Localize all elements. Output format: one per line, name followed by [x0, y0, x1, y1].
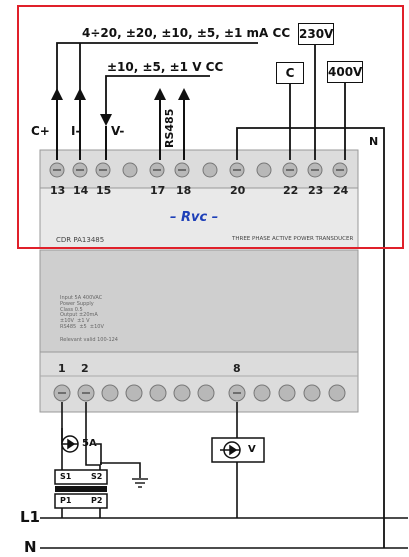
device-top-strip — [39, 149, 359, 189]
terminal-1: 1 — [58, 362, 66, 375]
terminal-20: 20 — [230, 184, 246, 197]
ct-p1-label: P1 — [60, 496, 72, 505]
device-model: CDR PA13485 — [56, 236, 105, 244]
terminal-14: 14 — [73, 184, 89, 197]
terminal-24: 24 — [333, 184, 349, 197]
terminal-22: 22 — [283, 184, 299, 197]
terminal-17: 17 — [150, 184, 166, 197]
i-minus-label: I- — [71, 124, 81, 138]
device-bottom-tag: Relevant valid 100-124 — [60, 337, 118, 343]
c-plus-label: C+ — [31, 124, 50, 138]
current-meter-symbol — [61, 435, 79, 453]
device-upper-panel — [39, 187, 359, 249]
terminal-23: 23 — [308, 184, 324, 197]
voltmeter-label: V — [248, 444, 256, 455]
device-spec-block: Input 5A 400VAC Power Supply Class 0.5 O… — [60, 295, 104, 330]
n-label: N — [24, 538, 37, 556]
ma-output-range-label: 4÷20, ±20, ±10, ±5, ±1 mA CC — [82, 26, 291, 40]
voltmeter-symbol — [220, 441, 241, 459]
ct-p2-label: P2 — [91, 496, 103, 505]
l1-label: L1 — [20, 508, 40, 526]
current-meter-label: 5A — [82, 438, 97, 449]
terminal-15: 15 — [96, 184, 112, 197]
ct-s2-label: S2 — [91, 472, 103, 481]
device-lower-panel — [39, 249, 359, 353]
terminal-8: 8 — [233, 362, 241, 375]
v-output-range-label: ±10, ±5, ±1 V CC — [107, 60, 224, 74]
400v-box: 400V — [327, 61, 363, 83]
c-box: C — [276, 62, 304, 84]
terminal-13: 13 — [50, 184, 66, 197]
neutral-top-label: N — [369, 135, 379, 148]
230v-box: 230V — [298, 23, 334, 45]
brand-logo: – Rvc – — [170, 210, 219, 225]
ct-s1-label: S1 — [60, 472, 72, 481]
device-bottom-strip — [39, 351, 359, 413]
output-arrows — [51, 88, 190, 126]
terminal-18: 18 — [176, 184, 192, 197]
bottom-terminal-screws — [53, 384, 346, 402]
current-transformer — [54, 469, 108, 518]
terminal-2: 2 — [81, 362, 89, 375]
rs485-label: RS485 — [163, 108, 176, 148]
device-description: THREE PHASE ACTIVE POWER TRANSDUCER — [232, 236, 354, 242]
v-minus-label: V- — [111, 124, 125, 138]
highlight-frame — [17, 5, 404, 249]
